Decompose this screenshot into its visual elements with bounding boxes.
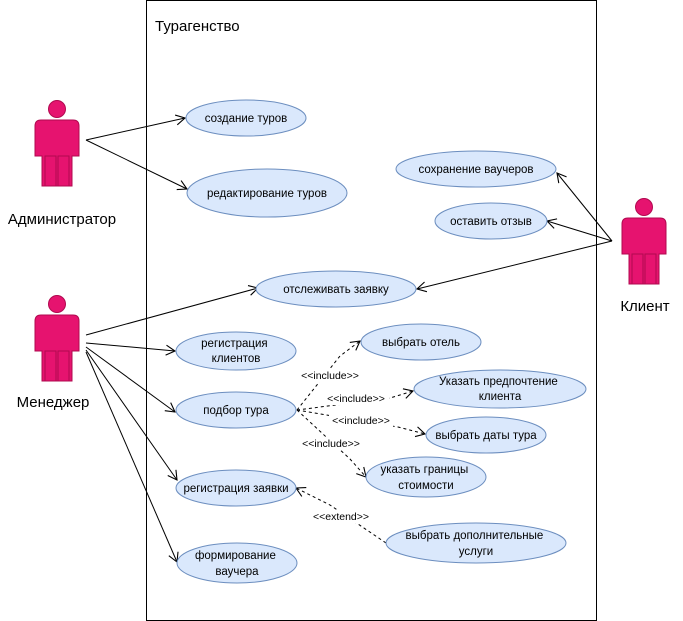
include-price-line — [296, 409, 367, 478]
include-dates-line — [296, 409, 427, 438]
usecase-extra-services-label-1: выбрать дополнительные — [406, 530, 544, 542]
svg-text:оставить отзыв: оставить отзыв — [450, 216, 532, 228]
usecase-register-clients-label-1: регистрация — [201, 338, 267, 350]
assoc-client-save — [556, 172, 613, 242]
include-label-dates: <<include>> — [332, 415, 390, 427]
usecase-voucher-forming[interactable]: формирование ваучера — [176, 542, 298, 584]
admin-figure-icon — [34, 100, 80, 187]
assoc-manager-track — [85, 285, 260, 336]
assoc-admin-create — [85, 114, 187, 141]
usecase-save-vouchers-label: сохранение ваучеров — [418, 164, 533, 176]
actor-admin-label: Администратор — [8, 211, 116, 228]
usecase-choose-hotel[interactable]: выбрать отель — [360, 323, 482, 361]
extend-request-line — [294, 487, 387, 544]
assoc-manager-request — [85, 349, 178, 481]
usecase-tour-selection-label: подбор тура — [203, 405, 269, 417]
associations — [85, 114, 613, 564]
actor-manager-label: Менеджер — [17, 394, 90, 411]
include-label-hotel: <<include>> — [301, 370, 359, 382]
svg-text:отслеживать заявку: отслеживать заявку — [283, 284, 389, 296]
usecase-leave-review-label: оставить отзыв — [450, 216, 532, 228]
assoc-admin-edit — [85, 139, 189, 191]
svg-text:сохранение ваучеров: сохранение ваучеров — [418, 164, 533, 176]
usecase-edit-tours-label: редактирование туров — [207, 188, 327, 200]
svg-text:редактирование туров: редактирование туров — [207, 188, 327, 200]
usecase-create-tours[interactable]: создание туров — [185, 99, 307, 137]
svg-text:регистрация заявки: регистрация заявки — [183, 483, 288, 495]
usecase-edit-tours[interactable]: редактирование туров — [186, 168, 348, 218]
svg-text:выбрать дополнительные: выбрать дополнительные услуги — [406, 530, 547, 558]
svg-text:формирование ваучера: формирование ваучера — [195, 550, 279, 578]
usecase-leave-review[interactable]: оставить отзыв — [434, 202, 548, 240]
include-label-preference: <<include>> — [327, 393, 385, 405]
usecase-register-request[interactable]: регистрация заявки — [175, 469, 297, 507]
usecase-tour-selection[interactable]: подбор тура — [175, 391, 297, 429]
usecase-choose-hotel-label: выбрать отель — [382, 337, 460, 349]
usecase-price-limits[interactable]: указать границы стоимости — [365, 456, 487, 498]
svg-text:указать границы стоимо: указать границы стоимости — [381, 464, 472, 492]
usecase-create-tours-label: создание туров — [205, 113, 288, 125]
usecase-choose-dates[interactable]: выбрать даты тура — [425, 416, 547, 454]
manager-figure-icon — [34, 295, 80, 382]
svg-text:выбрать даты тура: выбрать даты тура — [435, 430, 537, 442]
svg-text:подбор тура: подбор тура — [203, 405, 269, 417]
svg-text:выбрать отель: выбрать отель — [382, 337, 460, 349]
system-title: Турагенство — [155, 18, 240, 35]
usecase-extra-services[interactable]: выбрать дополнительные услуги — [385, 522, 567, 564]
usecase-voucher-forming-label-1: формирование — [195, 550, 276, 562]
usecase-specify-preference-label-2: клиента — [479, 391, 522, 403]
use-cases: создание туров редактирование туров сохр… — [175, 99, 587, 584]
usecase-extra-services-label-2: услуги — [459, 546, 493, 558]
actor-client-label: Клиент — [620, 298, 669, 315]
assoc-manager-voucher — [85, 351, 179, 564]
svg-text:Указать предпочтение к: Указать предпочтение клиента — [439, 376, 561, 403]
usecase-price-limits-label-2: стоимости — [398, 480, 453, 492]
usecase-track-request[interactable]: отслеживать заявку — [255, 270, 417, 308]
usecase-register-clients[interactable]: регистрация клиентов — [175, 331, 297, 371]
actor-manager[interactable]: Менеджер — [17, 295, 90, 412]
include-preference-line — [296, 388, 415, 411]
usecase-track-request-label: отслеживать заявку — [283, 284, 389, 296]
usecase-save-vouchers[interactable]: сохранение ваучеров — [395, 150, 557, 188]
relation-labels: <<include>> <<include>> <<include>> <<in… — [298, 369, 393, 523]
usecase-price-limits-label-1: указать границы — [381, 464, 469, 476]
usecase-register-request-label: регистрация заявки — [183, 483, 288, 495]
usecase-specify-preference-label-1: Указать предпочтение — [439, 376, 558, 388]
usecase-choose-dates-label: выбрать даты тура — [435, 430, 537, 442]
assoc-client-review — [545, 218, 613, 242]
include-label-price: <<include>> — [302, 438, 360, 450]
assoc-client-track — [415, 240, 613, 293]
dependencies — [294, 340, 427, 544]
assoc-manager-register — [85, 342, 177, 356]
usecase-specify-preference[interactable]: Указать предпочтение клиента — [413, 369, 587, 409]
client-figure-icon — [621, 198, 667, 285]
include-hotel-line — [296, 340, 361, 411]
actor-client[interactable]: Клиент — [620, 198, 670, 316]
actor-admin[interactable]: Администратор — [8, 100, 116, 229]
svg-text:регистрация клиентов: регистрация клиентов — [201, 338, 271, 365]
assoc-manager-selection — [85, 346, 176, 413]
usecase-register-clients-label-2: клиентов — [212, 353, 261, 365]
usecase-voucher-forming-label-2: ваучера — [215, 566, 259, 578]
extend-label-request: <<extend>> — [313, 511, 369, 523]
svg-text:создание туров: создание туров — [205, 113, 288, 125]
